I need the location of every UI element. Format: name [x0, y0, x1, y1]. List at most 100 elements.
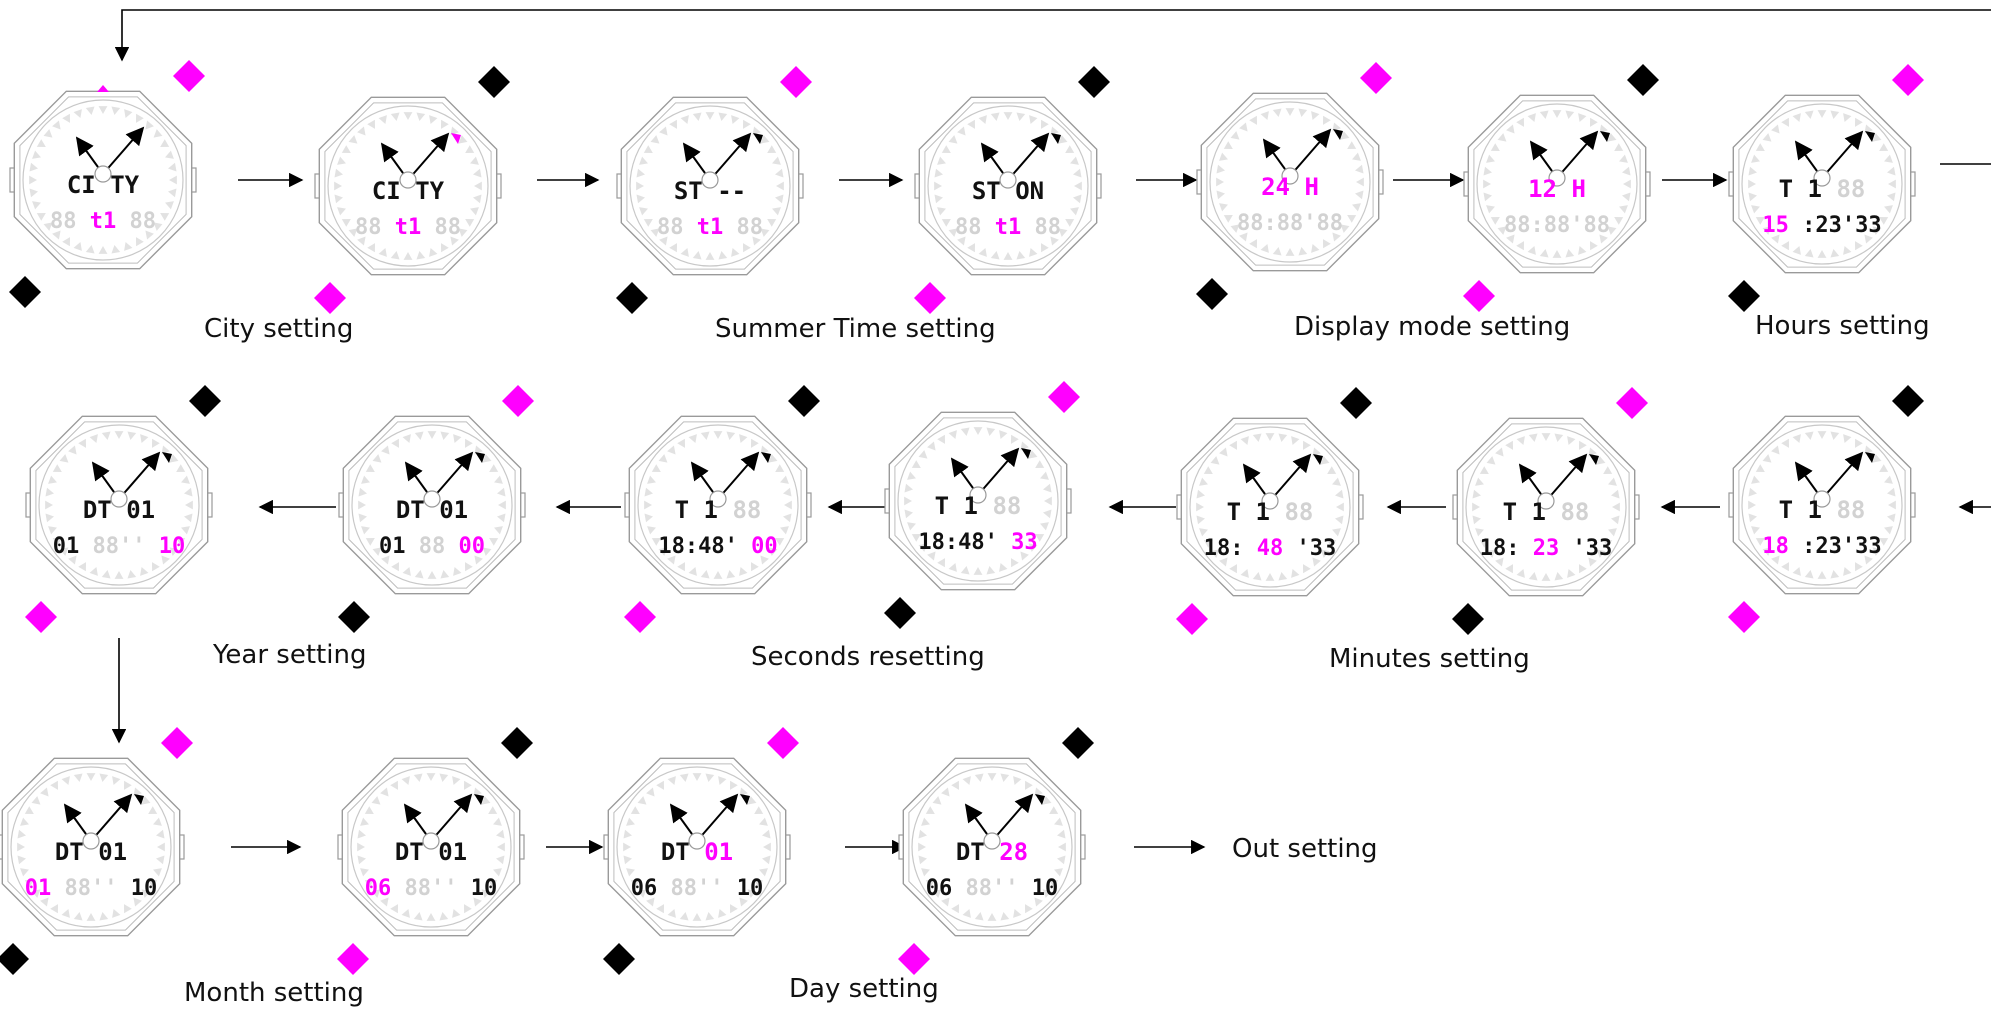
dial-tick [45, 487, 55, 497]
dial-tick [453, 567, 462, 576]
button-top-right[interactable] [478, 66, 510, 98]
dial-tick [367, 243, 375, 253]
hand-pivot [1281, 167, 1299, 185]
dial-tick [1872, 226, 1882, 235]
button-top-right[interactable] [173, 60, 205, 92]
dial-tick [1830, 110, 1840, 120]
watch-bezel [1473, 100, 1641, 268]
lcd-segment: :23'33 [1789, 534, 1882, 559]
minute-hand [407, 132, 450, 181]
button-bottom-left[interactable] [314, 282, 346, 314]
dial-tick [1013, 776, 1022, 785]
button-bottom-left[interactable] [603, 943, 635, 975]
button-bottom-left[interactable] [624, 601, 656, 633]
button-top-right[interactable] [1892, 385, 1924, 417]
dial-tick [429, 115, 438, 124]
dial-tick [1516, 117, 1524, 127]
dial-tick [768, 454, 778, 463]
dial-tick [52, 230, 61, 240]
button-bottom-left[interactable] [0, 943, 29, 975]
dial-tick [1855, 241, 1863, 251]
dial-tick [176, 538, 186, 546]
dial-tick [934, 168, 944, 178]
watch-bezel [324, 102, 492, 270]
dial-tick [86, 913, 96, 921]
lcd-segment: T 1 [1779, 175, 1822, 203]
dial-tick [1748, 179, 1756, 189]
button-top-right[interactable] [1062, 727, 1094, 759]
minute-hand [118, 451, 161, 500]
lcd-line-1: CI TY [67, 171, 140, 199]
button-bottom-left[interactable] [616, 282, 648, 314]
hand-pivot [701, 171, 719, 189]
lcd-line-1: DT 01 [55, 838, 127, 866]
button-bottom-left[interactable] [25, 601, 57, 633]
lcd-line-1: ST -- [674, 177, 746, 205]
dial-tick [348, 135, 358, 144]
dial-tick [907, 522, 916, 531]
button-top-right[interactable] [767, 727, 799, 759]
button-top-right[interactable] [1627, 64, 1659, 96]
dial-tick [1623, 179, 1631, 189]
dial-tick [775, 538, 785, 546]
dial-tick [1495, 447, 1504, 457]
lcd-line-1: T 1 88 [1779, 175, 1866, 203]
dial-tick [181, 526, 190, 535]
dial-tick [337, 207, 346, 216]
button-top-right[interactable] [1892, 64, 1924, 96]
button-top-right[interactable] [189, 385, 221, 417]
dial-tick [1755, 538, 1765, 546]
button-top-right[interactable] [788, 385, 820, 417]
dial-tick [1049, 806, 1059, 814]
second-marker [1865, 452, 1875, 463]
button-top-right[interactable] [1340, 387, 1372, 419]
dial-tick [36, 139, 46, 147]
button-top-right[interactable] [1616, 387, 1648, 419]
dial-tick [32, 201, 41, 210]
button-bottom-left[interactable] [914, 282, 946, 314]
dial-tick [1196, 502, 1204, 512]
dial-tick [481, 889, 491, 898]
dial-tick [1608, 528, 1617, 537]
dial-tick [1278, 433, 1288, 443]
dial-tick [904, 509, 914, 519]
caption-seconds-resetting: Seconds resetting [751, 642, 985, 672]
button-bottom-left[interactable] [898, 943, 930, 975]
dial-tick [496, 487, 506, 497]
button-top-right[interactable] [501, 727, 533, 759]
button-bottom-left[interactable] [1463, 280, 1495, 312]
button-top-right[interactable] [1048, 381, 1080, 413]
button-bottom-left[interactable] [338, 601, 370, 633]
button-top-right[interactable] [502, 385, 534, 417]
button-bottom-left[interactable] [1728, 601, 1760, 633]
button-top-right[interactable] [161, 727, 193, 759]
dial-tick [145, 230, 154, 240]
button-top-right[interactable] [780, 66, 812, 98]
dial-tick [772, 156, 781, 165]
button-bottom-left[interactable] [9, 276, 41, 308]
dial-tick [61, 909, 70, 918]
dial-tick [401, 909, 410, 918]
dial-tick [1249, 115, 1257, 125]
dial-tick [768, 547, 778, 556]
lcd-segment: 00 [738, 534, 778, 559]
button-bottom-left[interactable] [884, 597, 916, 629]
button-top-right[interactable] [1078, 66, 1110, 98]
button-bottom-left[interactable] [1196, 278, 1228, 310]
dial-tick [1748, 487, 1758, 497]
button-top-right[interactable] [1360, 62, 1392, 94]
button-bottom-left[interactable] [337, 943, 369, 975]
lcd-segment: DT [956, 838, 985, 866]
dial-tick [1058, 842, 1066, 852]
button-bottom-left[interactable] [1176, 603, 1208, 635]
dial-tick [1751, 526, 1760, 535]
dial-tick [1011, 434, 1019, 444]
dial-tick [987, 773, 997, 781]
button-bottom-left[interactable] [1728, 280, 1760, 312]
dial-tick [465, 562, 473, 572]
lcd-segment: T 1 [1779, 496, 1822, 524]
caption-year-setting: Year setting [213, 640, 367, 670]
second-marker [753, 133, 763, 144]
button-bottom-left[interactable] [1452, 603, 1484, 635]
